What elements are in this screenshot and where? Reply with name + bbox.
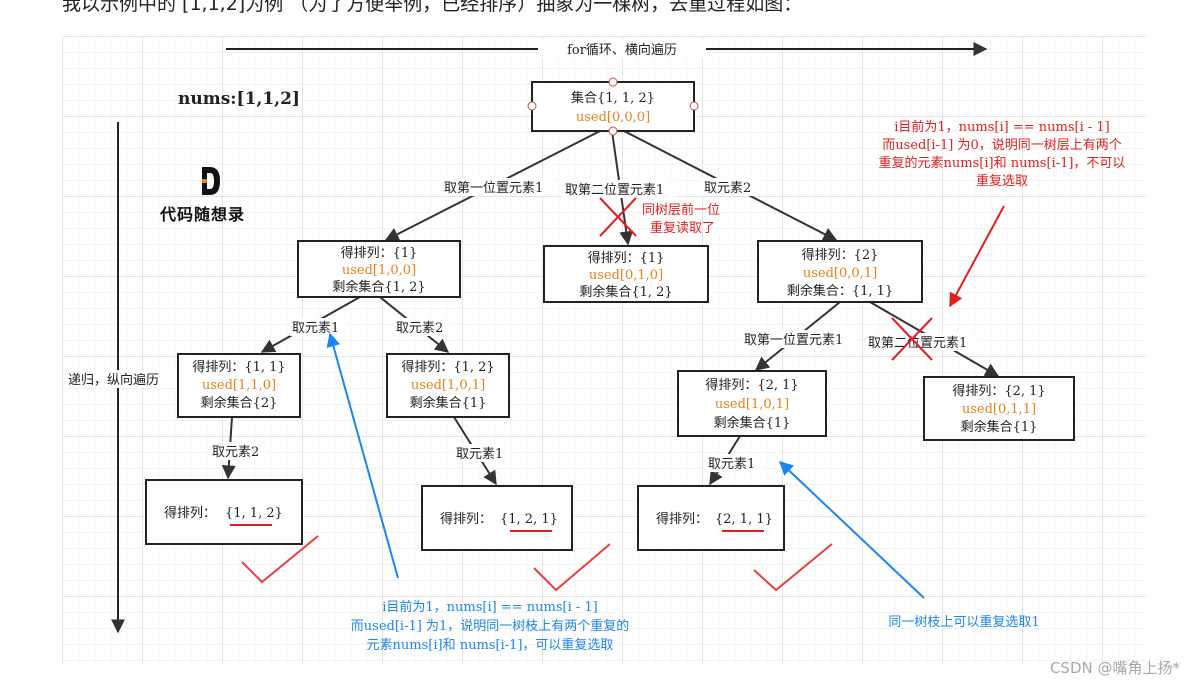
red-note-mid-line2: 重复读取了 [650, 220, 715, 236]
check-mark-1 [241, 535, 319, 584]
svg-text:得排列：{1, 2}: 得排列：{1, 2} [401, 359, 494, 375]
red-note-top-line4: 重复选取 [976, 173, 1028, 189]
svg-text:used[1,0,1]: used[1,0,1] [715, 397, 789, 412]
svg-text:{2, 1, 1}: {2, 1, 1} [715, 512, 773, 527]
red-pointer-arrow [949, 205, 1005, 308]
svg-text:得排列：{2}: 得排列：{2} [802, 247, 879, 263]
recursion-label: 递归，纵向遍历 [68, 372, 159, 388]
svg-text:剩余集合{1, 2}: 剩余集合{1, 2} [579, 284, 672, 300]
node-ab: 得排列：{1, 2} used[1,0,1] 剩余集合{1} [386, 353, 510, 418]
root-set: 集合{1, 1, 2} [571, 90, 655, 106]
svg-text:剩余集合：{1, 1}: 剩余集合：{1, 1} [787, 283, 893, 299]
svg-text:剩余集合{1}: 剩余集合{1} [410, 395, 487, 411]
red-cross-mark-mid [599, 197, 637, 237]
svg-text:used[1,1,0]: used[1,1,0] [202, 378, 276, 393]
svg-text:得排列：{1, 1}: 得排列：{1, 1} [192, 359, 285, 375]
node-a: 得排列：{1} used[1,0,0] 剩余集合{1, 2} [297, 240, 461, 298]
csdn-watermark: CSDN @嘴角上扬* [1049, 659, 1180, 677]
svg-text:used[0,1,0]: used[0,1,0] [589, 268, 663, 283]
svg-text:得排列：{2, 1}: 得排列：{2, 1} [705, 377, 798, 393]
svg-text:得排列：{2, 1}: 得排列：{2, 1} [952, 383, 1045, 399]
for-loop-label: for循环、横向遍历 [567, 42, 677, 58]
blue-note-right: 同一树枝上可以重复选取1 [888, 614, 1039, 630]
edge-label-c-ca: 取第一位置元素1 [744, 333, 843, 348]
leaf-211: 得排列： {2, 1, 1} [637, 485, 785, 551]
svg-text:剩余集合{1}: 剩余集合{1} [714, 415, 791, 431]
svg-text:{1, 2, 1}: {1, 2, 1} [500, 512, 558, 527]
svg-text:得排列：: 得排列： [440, 511, 492, 527]
svg-text:used[1,0,0]: used[1,0,0] [342, 263, 416, 278]
node-aa: 得排列：{1, 1} used[1,1,0] 剩余集合{2} [177, 353, 301, 418]
svg-text:得排列：{1}: 得排列：{1} [588, 250, 665, 266]
svg-text:剩余集合{2}: 剩余集合{2} [201, 395, 278, 411]
nums-label: nums:[1,1,2] [178, 89, 300, 109]
red-note-mid-line1: 同树层前一位 [642, 202, 720, 218]
edge-label-a-aa: 取元素1 [292, 321, 339, 336]
svg-text:得排列：: 得排列： [164, 505, 216, 521]
root-node: 集合{1, 1, 2} used[0,0,0] [527, 77, 699, 136]
node-b: 得排列：{1} used[0,1,0] 剩余集合{1, 2} [543, 245, 709, 303]
svg-text:得排列：{1}: 得排列：{1} [341, 245, 418, 261]
node-cb: 得排列：{2, 1} used[0,1,1] 剩余集合{1} [923, 376, 1075, 441]
red-note-top-line3: 重复的元素nums[i]和 nums[i-1]，不可以 [879, 155, 1126, 171]
svg-text:used[0,0,1]: used[0,0,1] [803, 266, 877, 281]
blue-pointer-arrow-left [326, 332, 399, 579]
svg-text:used[1,0,1]: used[1,0,1] [411, 378, 485, 393]
logo-d-icon [202, 167, 220, 195]
logo-text: 代码随想录 [160, 205, 246, 224]
svg-text:得排列：: 得排列： [656, 511, 708, 527]
svg-text:used[0,1,1]: used[0,1,1] [962, 402, 1036, 417]
red-note-top-line1: i目前为1，nums[i] == nums[i - 1] [894, 119, 1110, 135]
edge-label-ab-leaf: 取元素1 [456, 447, 503, 462]
edge-label-aa-leaf: 取元素2 [212, 445, 259, 460]
leaf-121: 得排列： {1, 2, 1} [421, 485, 573, 551]
svg-text:剩余集合{1, 2}: 剩余集合{1, 2} [332, 279, 425, 295]
edge-label-root-a: 取第一位置元素1 [444, 181, 543, 196]
blue-note-left-line3: 元素nums[i]和 nums[i-1]，可以重复选取 [367, 637, 614, 653]
node-c: 得排列：{2} used[0,0,1] 剩余集合：{1, 1} [757, 240, 923, 303]
edge-label-ca-leaf: 取元素1 [708, 457, 755, 472]
edge-label-a-ab: 取元素2 [396, 321, 443, 336]
svg-text:{1, 1, 2}: {1, 1, 2} [225, 506, 283, 521]
check-mark-3 [753, 543, 833, 592]
blue-note-left-line1: i目前为1，nums[i] == nums[i - 1] [382, 599, 598, 615]
blue-note-left-line2: 而used[i-1] 为1，说明同一树枝上有两个重复的 [351, 618, 629, 634]
root-used: used[0,0,0] [576, 110, 650, 125]
header-text: 我以示例中的 [1,1,2]为例 （为了方便举例，已经排序）抽象为一棵树，去重过… [62, 0, 803, 15]
red-note-top-line2: 而used[i-1] 为0，说明同一树层上有两个 [882, 138, 1121, 153]
check-mark-2 [533, 543, 611, 592]
edge-label-root-c: 取元素2 [704, 181, 751, 196]
logo: 代码随想录 [160, 165, 270, 225]
svg-text:剩余集合{1}: 剩余集合{1} [961, 419, 1038, 435]
edge-label-root-b: 取第二位置元素1 [565, 183, 664, 198]
leaf-112: 得排列： {1, 1, 2} [145, 479, 303, 545]
node-ca: 得排列：{2, 1} used[1,0,1] 剩余集合{1} [677, 370, 827, 437]
red-cross-mark-right [891, 317, 933, 361]
blue-pointer-arrow-right [778, 461, 925, 599]
